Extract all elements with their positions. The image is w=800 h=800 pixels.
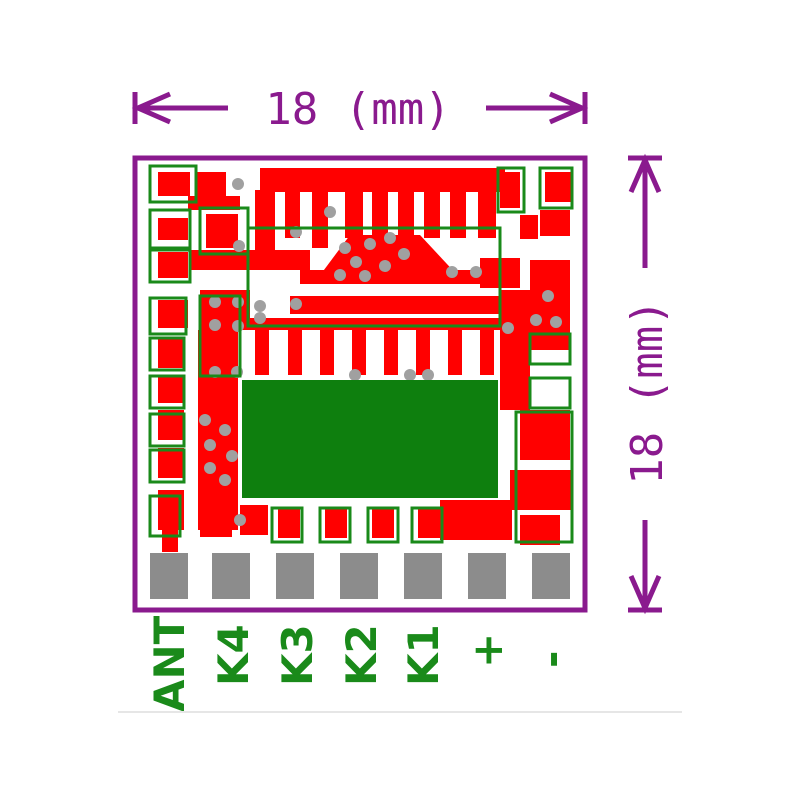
pin-labels: ANT K4 K3 K2 K1 + -: [145, 615, 576, 712]
pin-label-k1: K1: [399, 624, 448, 686]
pad-k3: [276, 553, 314, 599]
height-dimension: [628, 153, 662, 615]
pin-label-plus: +: [463, 633, 512, 668]
pad-k4: [212, 553, 250, 599]
width-dimension: [131, 91, 589, 125]
pin-label-k3: K3: [273, 624, 322, 686]
height-dimension-label: 18 (mm): [622, 299, 673, 484]
ic-body: [242, 380, 498, 498]
pin-label-k2: K2: [337, 624, 386, 686]
pin-label-ant: ANT: [145, 615, 194, 712]
connector-pads: [150, 553, 570, 599]
pin-label-minus: -: [527, 651, 576, 668]
pad-minus: [532, 553, 570, 599]
pin-label-k4: K4: [209, 624, 258, 686]
pad-ant: [150, 553, 188, 599]
silkscreen-layer: [148, 164, 574, 544]
pad-plus: [468, 553, 506, 599]
pad-k1: [404, 553, 442, 599]
pad-k2: [340, 553, 378, 599]
width-dimension-label: 18 (mm): [265, 84, 450, 135]
